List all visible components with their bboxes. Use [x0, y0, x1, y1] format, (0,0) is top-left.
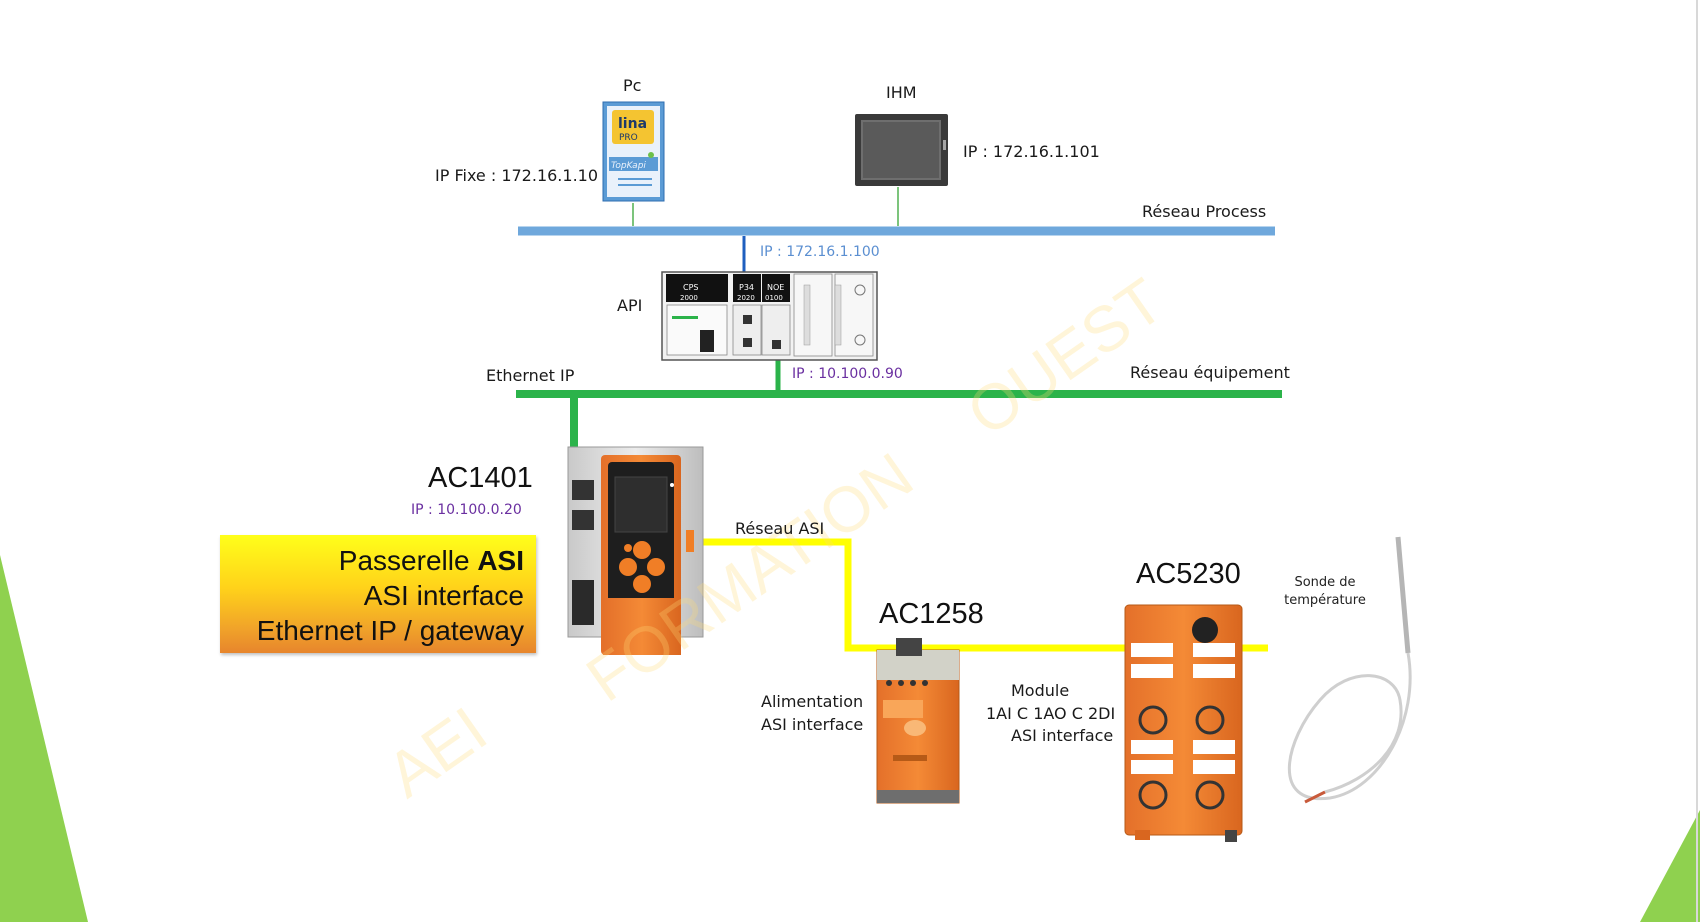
svg-text:PRO: PRO — [619, 133, 638, 143]
banner-line2: ASI interface — [363, 580, 524, 611]
ethernet-ip-label: Ethernet IP — [486, 366, 575, 385]
ac1401-ip: IP : 10.100.0.20 — [411, 502, 522, 518]
svg-text:2020: 2020 — [737, 294, 755, 302]
api-equipment-ip: IP : 10.100.0.90 — [792, 366, 903, 382]
svg-text:lina: lina — [618, 116, 647, 132]
asi-network-label: Réseau ASI — [735, 519, 825, 538]
svg-text:CPS: CPS — [683, 283, 699, 292]
ac5230-device[interactable] — [1124, 604, 1243, 842]
api-process-ip: IP : 172.16.1.100 — [760, 244, 880, 260]
corner-decoration-right — [1640, 810, 1700, 922]
ac5230-title: AC5230 — [1136, 558, 1241, 590]
svg-text:0100: 0100 — [765, 294, 783, 302]
ac5230-desc-line3: ASI interface — [1011, 726, 1114, 745]
asi-network-line — [686, 538, 1268, 652]
temperature-probe[interactable] — [1287, 536, 1412, 804]
ac1258-device[interactable] — [876, 638, 960, 804]
ac1258-desc-line2: ASI interface — [761, 715, 864, 734]
banner-line1-bold: ASI — [477, 545, 524, 576]
gateway-banner: Passerelle ASI ASI interface Ethernet IP… — [220, 535, 536, 653]
ac1401-device[interactable] — [567, 446, 704, 655]
ac5230-desc-line2: 1AI C 1AO C 2DI — [986, 704, 1116, 723]
banner-line1-prefix: Passerelle — [338, 545, 478, 576]
svg-text:NOE: NOE — [767, 283, 784, 292]
equipment-network-label: Réseau équipement — [1130, 363, 1290, 382]
api-title: API — [617, 296, 643, 315]
ac1258-desc-line1: Alimentation — [761, 692, 864, 711]
sonde-label-line1: Sonde de — [1294, 575, 1356, 590]
ac1258-title: AC1258 — [879, 598, 984, 630]
banner-line3: Ethernet IP / gateway — [256, 615, 524, 646]
process-network-label: Réseau Process — [1142, 202, 1267, 221]
pc-title: Pc — [623, 76, 642, 95]
pc-ip: IP Fixe : 172.16.1.10 — [435, 166, 599, 185]
ac5230-desc-line1: Module — [1011, 681, 1070, 700]
ihm-device[interactable] — [855, 114, 948, 186]
pc-device[interactable]: lina PRO TopKapi — [602, 101, 665, 202]
svg-text:2000: 2000 — [680, 294, 698, 302]
svg-text:TopKapi: TopKapi — [611, 161, 646, 171]
sonde-label-line2: température — [1284, 593, 1366, 608]
ac1401-title: AC1401 — [428, 462, 533, 494]
api-plc-rack[interactable]: CPS 2000 P34 2020 NOE 0100 — [661, 271, 878, 361]
ihm-title: IHM — [886, 83, 917, 102]
ihm-ip: IP : 172.16.1.101 — [963, 142, 1100, 161]
svg-text:P34: P34 — [739, 283, 754, 292]
corner-decoration-left — [0, 555, 88, 922]
